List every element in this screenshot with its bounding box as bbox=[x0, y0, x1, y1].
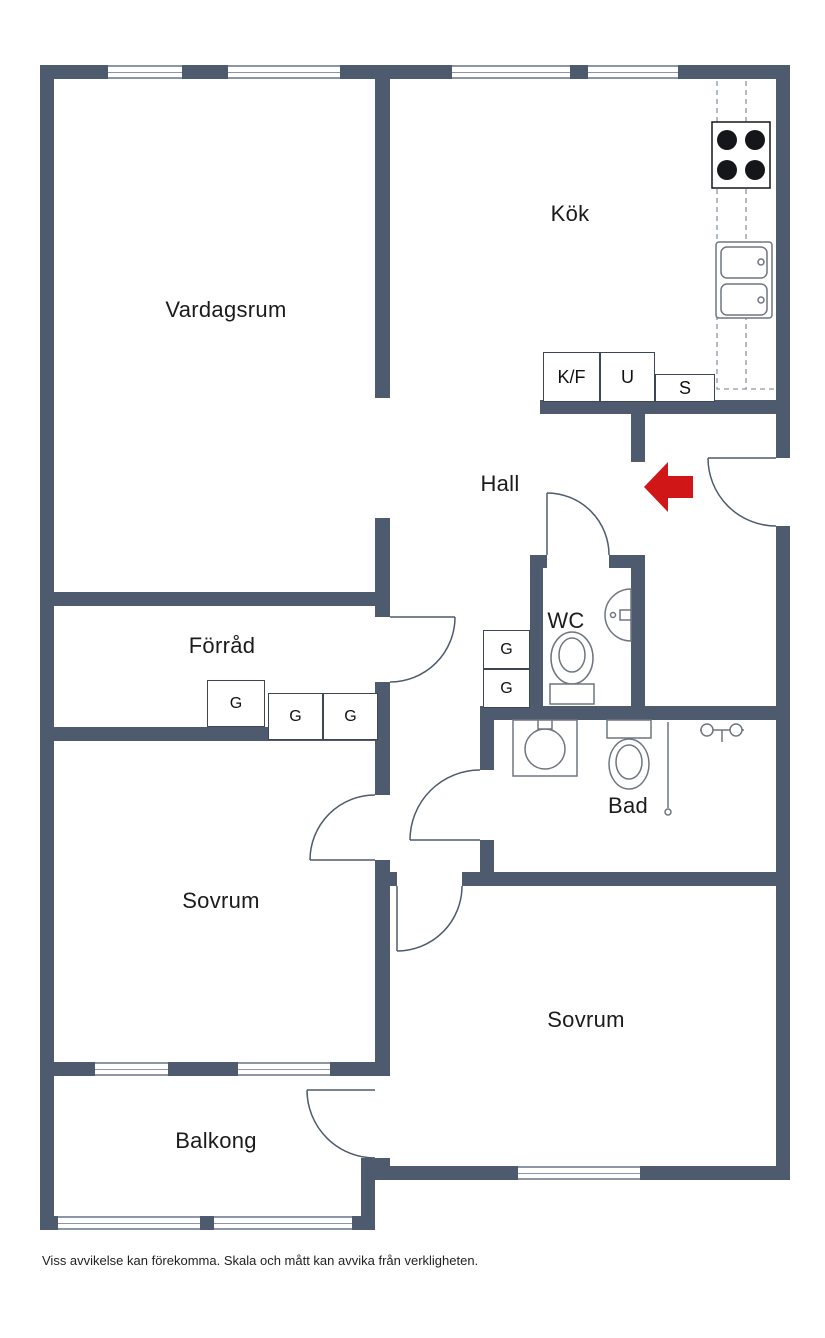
wardrobe-label: G bbox=[500, 640, 513, 658]
wall bbox=[361, 1158, 375, 1230]
kitchen-counter bbox=[716, 81, 774, 390]
wall bbox=[40, 65, 54, 1230]
sovrum1-door-arc bbox=[309, 794, 376, 861]
shower-icon bbox=[664, 722, 744, 816]
wardrobe-label: G bbox=[500, 679, 513, 697]
room-label-sovrum2: Sovrum bbox=[547, 1007, 625, 1032]
room-label-hall: Hall bbox=[480, 471, 520, 496]
wc-toilet-icon bbox=[549, 631, 595, 705]
window bbox=[95, 1062, 168, 1076]
forrad-door-arc bbox=[389, 616, 456, 683]
room-label-vardagsrum: Vardagsrum bbox=[165, 297, 287, 322]
wall bbox=[631, 555, 645, 720]
stove-icon bbox=[711, 121, 771, 189]
kitchen-unit-label: S bbox=[678, 377, 691, 398]
wall bbox=[375, 872, 397, 886]
window bbox=[518, 1166, 640, 1180]
window bbox=[214, 1216, 352, 1230]
room-label-kok: Kök bbox=[550, 201, 590, 226]
balkong-door-arc bbox=[306, 1089, 376, 1159]
window bbox=[58, 1216, 200, 1230]
wall bbox=[375, 682, 390, 795]
wardrobe-label: G bbox=[229, 694, 243, 712]
wall bbox=[375, 606, 390, 617]
wall bbox=[530, 555, 543, 720]
window bbox=[108, 65, 182, 79]
entry-arrow-icon bbox=[644, 462, 693, 512]
wardrobe: G bbox=[268, 693, 323, 740]
wc-door-arc bbox=[546, 492, 610, 556]
kitchen-sink-icon bbox=[715, 241, 773, 319]
wall bbox=[540, 400, 790, 414]
kitchen-unit-label: K/F bbox=[557, 366, 586, 387]
wall bbox=[480, 706, 790, 720]
bad-sink-icon bbox=[512, 719, 578, 777]
sovrum2-door-arc bbox=[396, 885, 463, 952]
wall bbox=[776, 526, 790, 1180]
bad-door-arc bbox=[409, 769, 481, 841]
room-label-forrad: Förråd bbox=[188, 633, 256, 658]
window bbox=[238, 1062, 330, 1076]
kitchen-unit-label: U bbox=[621, 366, 634, 387]
wall bbox=[480, 840, 494, 872]
wardrobe-label: G bbox=[344, 707, 357, 725]
wall bbox=[375, 860, 390, 872]
wall bbox=[375, 518, 390, 606]
room-label-bad: Bad bbox=[607, 793, 649, 818]
window bbox=[588, 65, 678, 79]
bad-toilet-icon bbox=[606, 719, 652, 790]
window bbox=[228, 65, 340, 79]
wall bbox=[462, 872, 790, 886]
wall bbox=[776, 65, 790, 458]
kitchen-unit-s: S bbox=[655, 374, 715, 402]
wardrobe: G bbox=[323, 693, 378, 740]
disclaimer-text: Viss avvikelse kan förekomma. Skala och … bbox=[42, 1253, 479, 1268]
room-label-wc: WC bbox=[547, 608, 585, 633]
wardrobe: G bbox=[483, 669, 530, 708]
wall bbox=[375, 886, 390, 1076]
kitchen-unit-fridge-freezer: K/F bbox=[543, 352, 600, 402]
room-label-sovrum1: Sovrum bbox=[182, 888, 260, 913]
room-label-balkong: Balkong bbox=[175, 1128, 257, 1153]
kitchen-unit-oven: U bbox=[600, 352, 655, 402]
wall bbox=[54, 592, 390, 606]
wardrobe: G bbox=[483, 630, 530, 669]
window bbox=[452, 65, 570, 79]
wardrobe: G bbox=[207, 680, 265, 727]
wall bbox=[480, 706, 494, 770]
entrance-door-arc bbox=[707, 457, 777, 527]
wardrobe-label: G bbox=[289, 707, 302, 725]
wc-sink-icon bbox=[604, 588, 632, 642]
wall bbox=[375, 79, 390, 398]
wall bbox=[631, 414, 645, 462]
